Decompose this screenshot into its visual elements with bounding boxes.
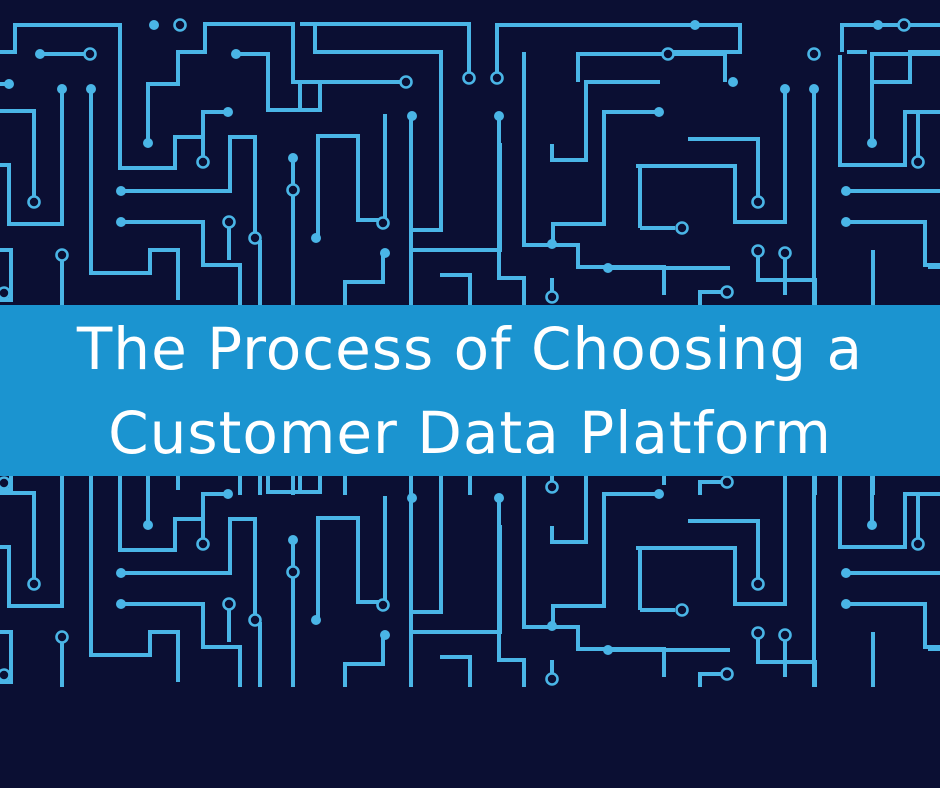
title-line-1: The Process of Choosing a — [76, 314, 864, 383]
title-line-2: Customer Data Platform — [108, 398, 832, 467]
title-banner: The Process of Choosing a Customer Data … — [0, 305, 940, 476]
circuit-top — [0, 17, 940, 305]
